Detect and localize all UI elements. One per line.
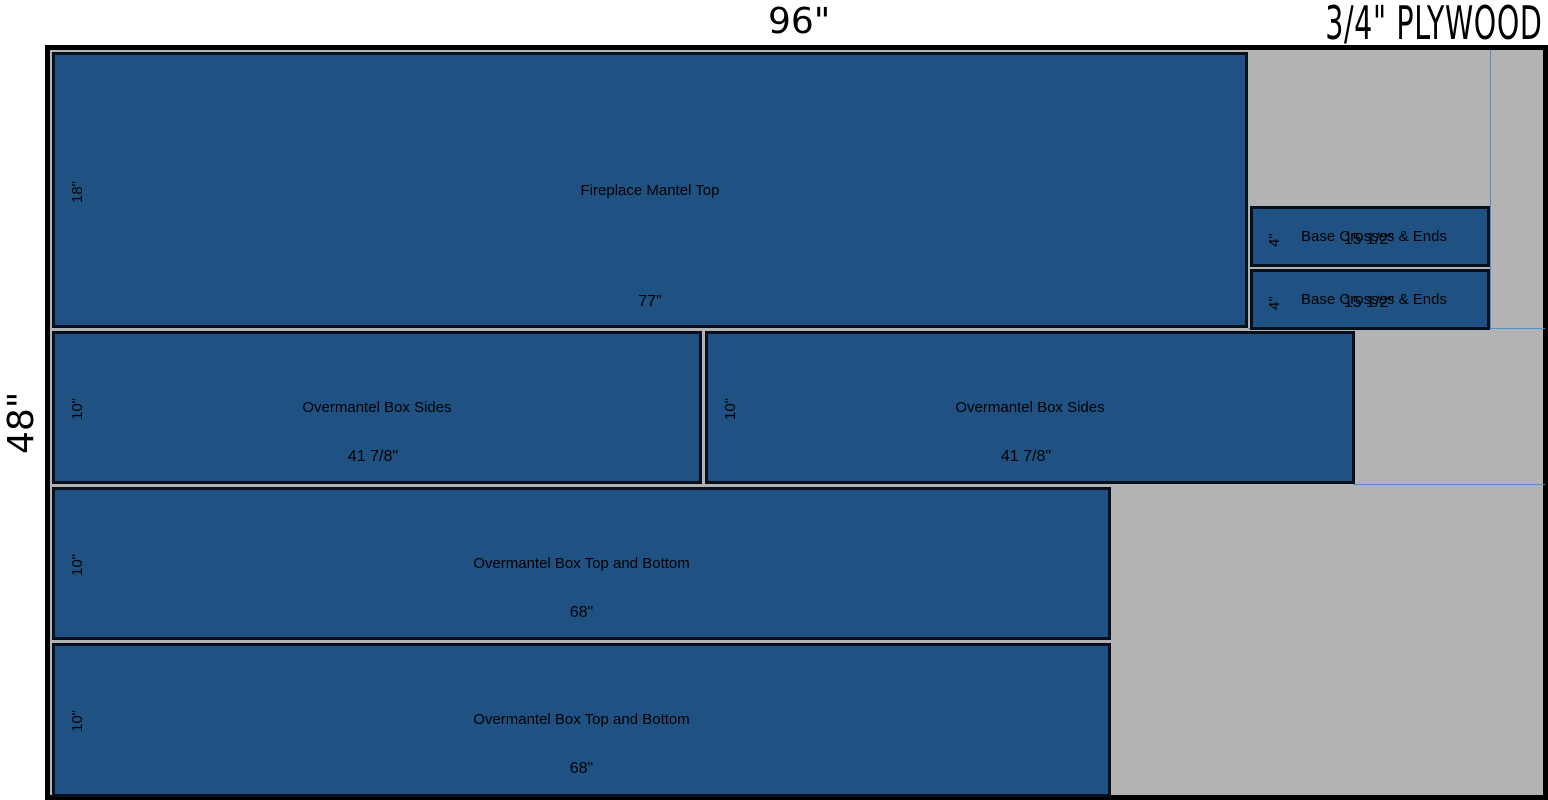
piece-name: Base Crosses & Ends [1301, 228, 1447, 245]
piece-name: Overmantel Box Top and Bottom [473, 555, 690, 572]
piece-length: 15 1/2" [1343, 294, 1395, 311]
cut-piece-overmantel-box-top-bottom[interactable]: Overmantel Box Top and Bottom 68" 10" [52, 643, 1111, 797]
cut-piece-base-crosses-ends[interactable]: Base Crosses & Ends 15 1/2" 4" [1250, 206, 1490, 267]
piece-length: 77" [638, 293, 662, 310]
material-label: 3/4" PLYWOOD [1324, 0, 1542, 50]
cut-piece-overmantel-box-top-bottom[interactable]: Overmantel Box Top and Bottom 68" 10" [52, 487, 1111, 640]
piece-length: 15 1/2" [1343, 231, 1395, 248]
piece-length: 41 7/8" [1000, 448, 1052, 465]
piece-width: 10" [69, 553, 86, 576]
piece-name: Overmantel Box Top and Bottom [473, 711, 690, 728]
piece-name: Fireplace Mantel Top [580, 182, 720, 199]
piece-width: 10" [69, 397, 86, 420]
cut-piece-fireplace-mantel-top[interactable]: Fireplace Mantel Top 77" 18" [52, 52, 1248, 328]
plywood-sheet: Fireplace Mantel Top 77" 18" Base Crosse… [45, 45, 1548, 800]
cut-piece-overmantel-box-sides[interactable]: Overmantel Box Sides 41 7/8" 10" [705, 331, 1355, 484]
piece-length: 68" [569, 760, 594, 777]
sheet-height-label: 48" [1, 391, 42, 454]
cut-guide-line [1490, 50, 1491, 328]
piece-width: 4" [1266, 296, 1283, 310]
piece-name: Overmantel Box Sides [955, 399, 1105, 416]
sheet-width-label: 96" [768, 1, 831, 42]
cut-piece-overmantel-box-sides[interactable]: Overmantel Box Sides 41 7/8" 10" [52, 331, 702, 484]
piece-name: Base Crosses & Ends [1301, 291, 1447, 308]
piece-name: Overmantel Box Sides [302, 399, 452, 416]
piece-width: 4" [1266, 233, 1283, 247]
piece-width: 18" [69, 180, 86, 203]
piece-width: 10" [69, 709, 86, 732]
piece-width: 10" [722, 397, 739, 420]
piece-length: 68" [569, 604, 594, 621]
piece-length: 41 7/8" [347, 448, 399, 465]
cut-piece-base-crosses-ends[interactable]: Base Crosses & Ends 15 1/2" 4" [1250, 269, 1490, 330]
cut-guide-line [1353, 484, 1545, 485]
